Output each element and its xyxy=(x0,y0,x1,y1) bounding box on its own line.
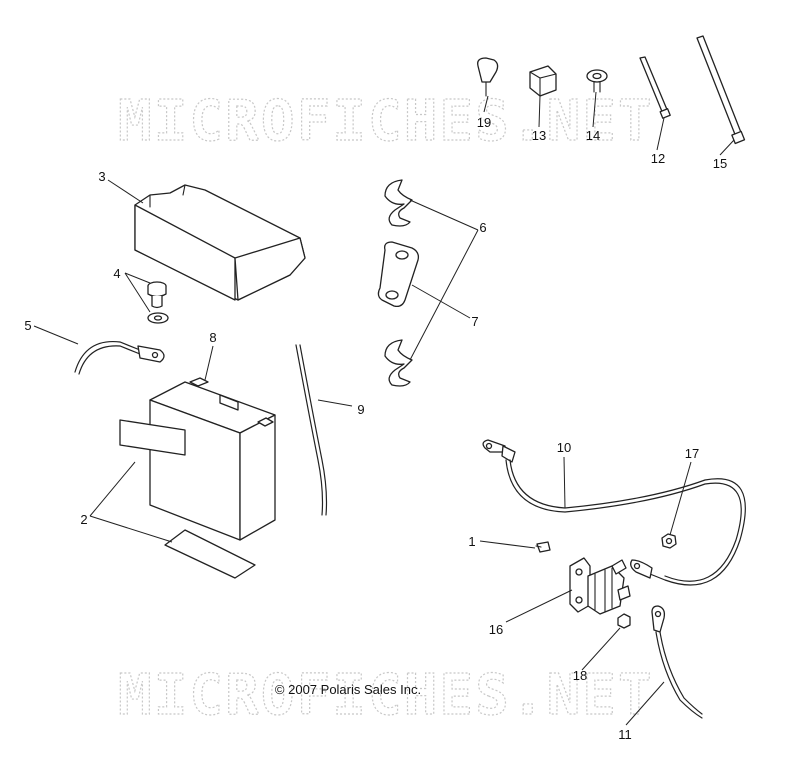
part-9-vent-tube xyxy=(295,344,328,516)
part-18-nut xyxy=(617,613,631,629)
callout-13: 13 xyxy=(532,128,546,143)
callout-6: 6 xyxy=(479,220,486,235)
callout-1: 1 xyxy=(468,534,475,549)
copyright-text: © 2007 Polaris Sales Inc. xyxy=(275,682,421,697)
part-8-battery xyxy=(149,377,276,541)
part-12-cable-tie xyxy=(639,56,671,119)
part-4-bolt-washer xyxy=(147,281,169,324)
watermark-top: MICROFICHES.NET xyxy=(118,89,654,154)
callout-2: 2 xyxy=(80,512,87,527)
part-1-screw xyxy=(535,541,551,553)
callout-5: 5 xyxy=(24,318,31,333)
part-17-nut xyxy=(661,533,677,549)
callout-12: 12 xyxy=(651,151,665,166)
callout-15: 15 xyxy=(713,156,727,171)
part-14-grommet xyxy=(586,69,608,93)
part-3-battery-pad xyxy=(134,184,306,301)
part-6-clips xyxy=(384,179,413,387)
callout-11: 11 xyxy=(618,727,632,742)
part-7-strap xyxy=(377,241,420,308)
callout-7: 7 xyxy=(471,314,478,329)
callout-16: 16 xyxy=(489,622,503,637)
callout-10: 10 xyxy=(557,440,571,455)
part-5-cable xyxy=(74,340,165,375)
callout-4: 4 xyxy=(113,266,120,281)
part-16-solenoid xyxy=(569,557,631,615)
callout-18: 18 xyxy=(573,668,587,683)
leader-lines xyxy=(33,91,735,726)
part-19-connector xyxy=(477,57,499,97)
callout-8: 8 xyxy=(209,330,216,345)
callout-19: 19 xyxy=(477,115,491,130)
callout-17: 17 xyxy=(685,446,699,461)
callout-9: 9 xyxy=(357,402,364,417)
part-13-bracket xyxy=(529,65,557,97)
callout-14: 14 xyxy=(586,128,600,143)
part-11-cable xyxy=(651,605,703,719)
callout-3: 3 xyxy=(98,169,105,184)
part-10-cable xyxy=(482,439,746,586)
watermark-bottom: MICROFICHES.NET xyxy=(118,663,654,728)
part-2-labels xyxy=(119,419,256,579)
part-15-cable-tie xyxy=(696,35,746,145)
callout-labels: 1 2 3 4 5 6 7 8 9 10 11 12 13 14 15 16 1… xyxy=(24,115,727,742)
